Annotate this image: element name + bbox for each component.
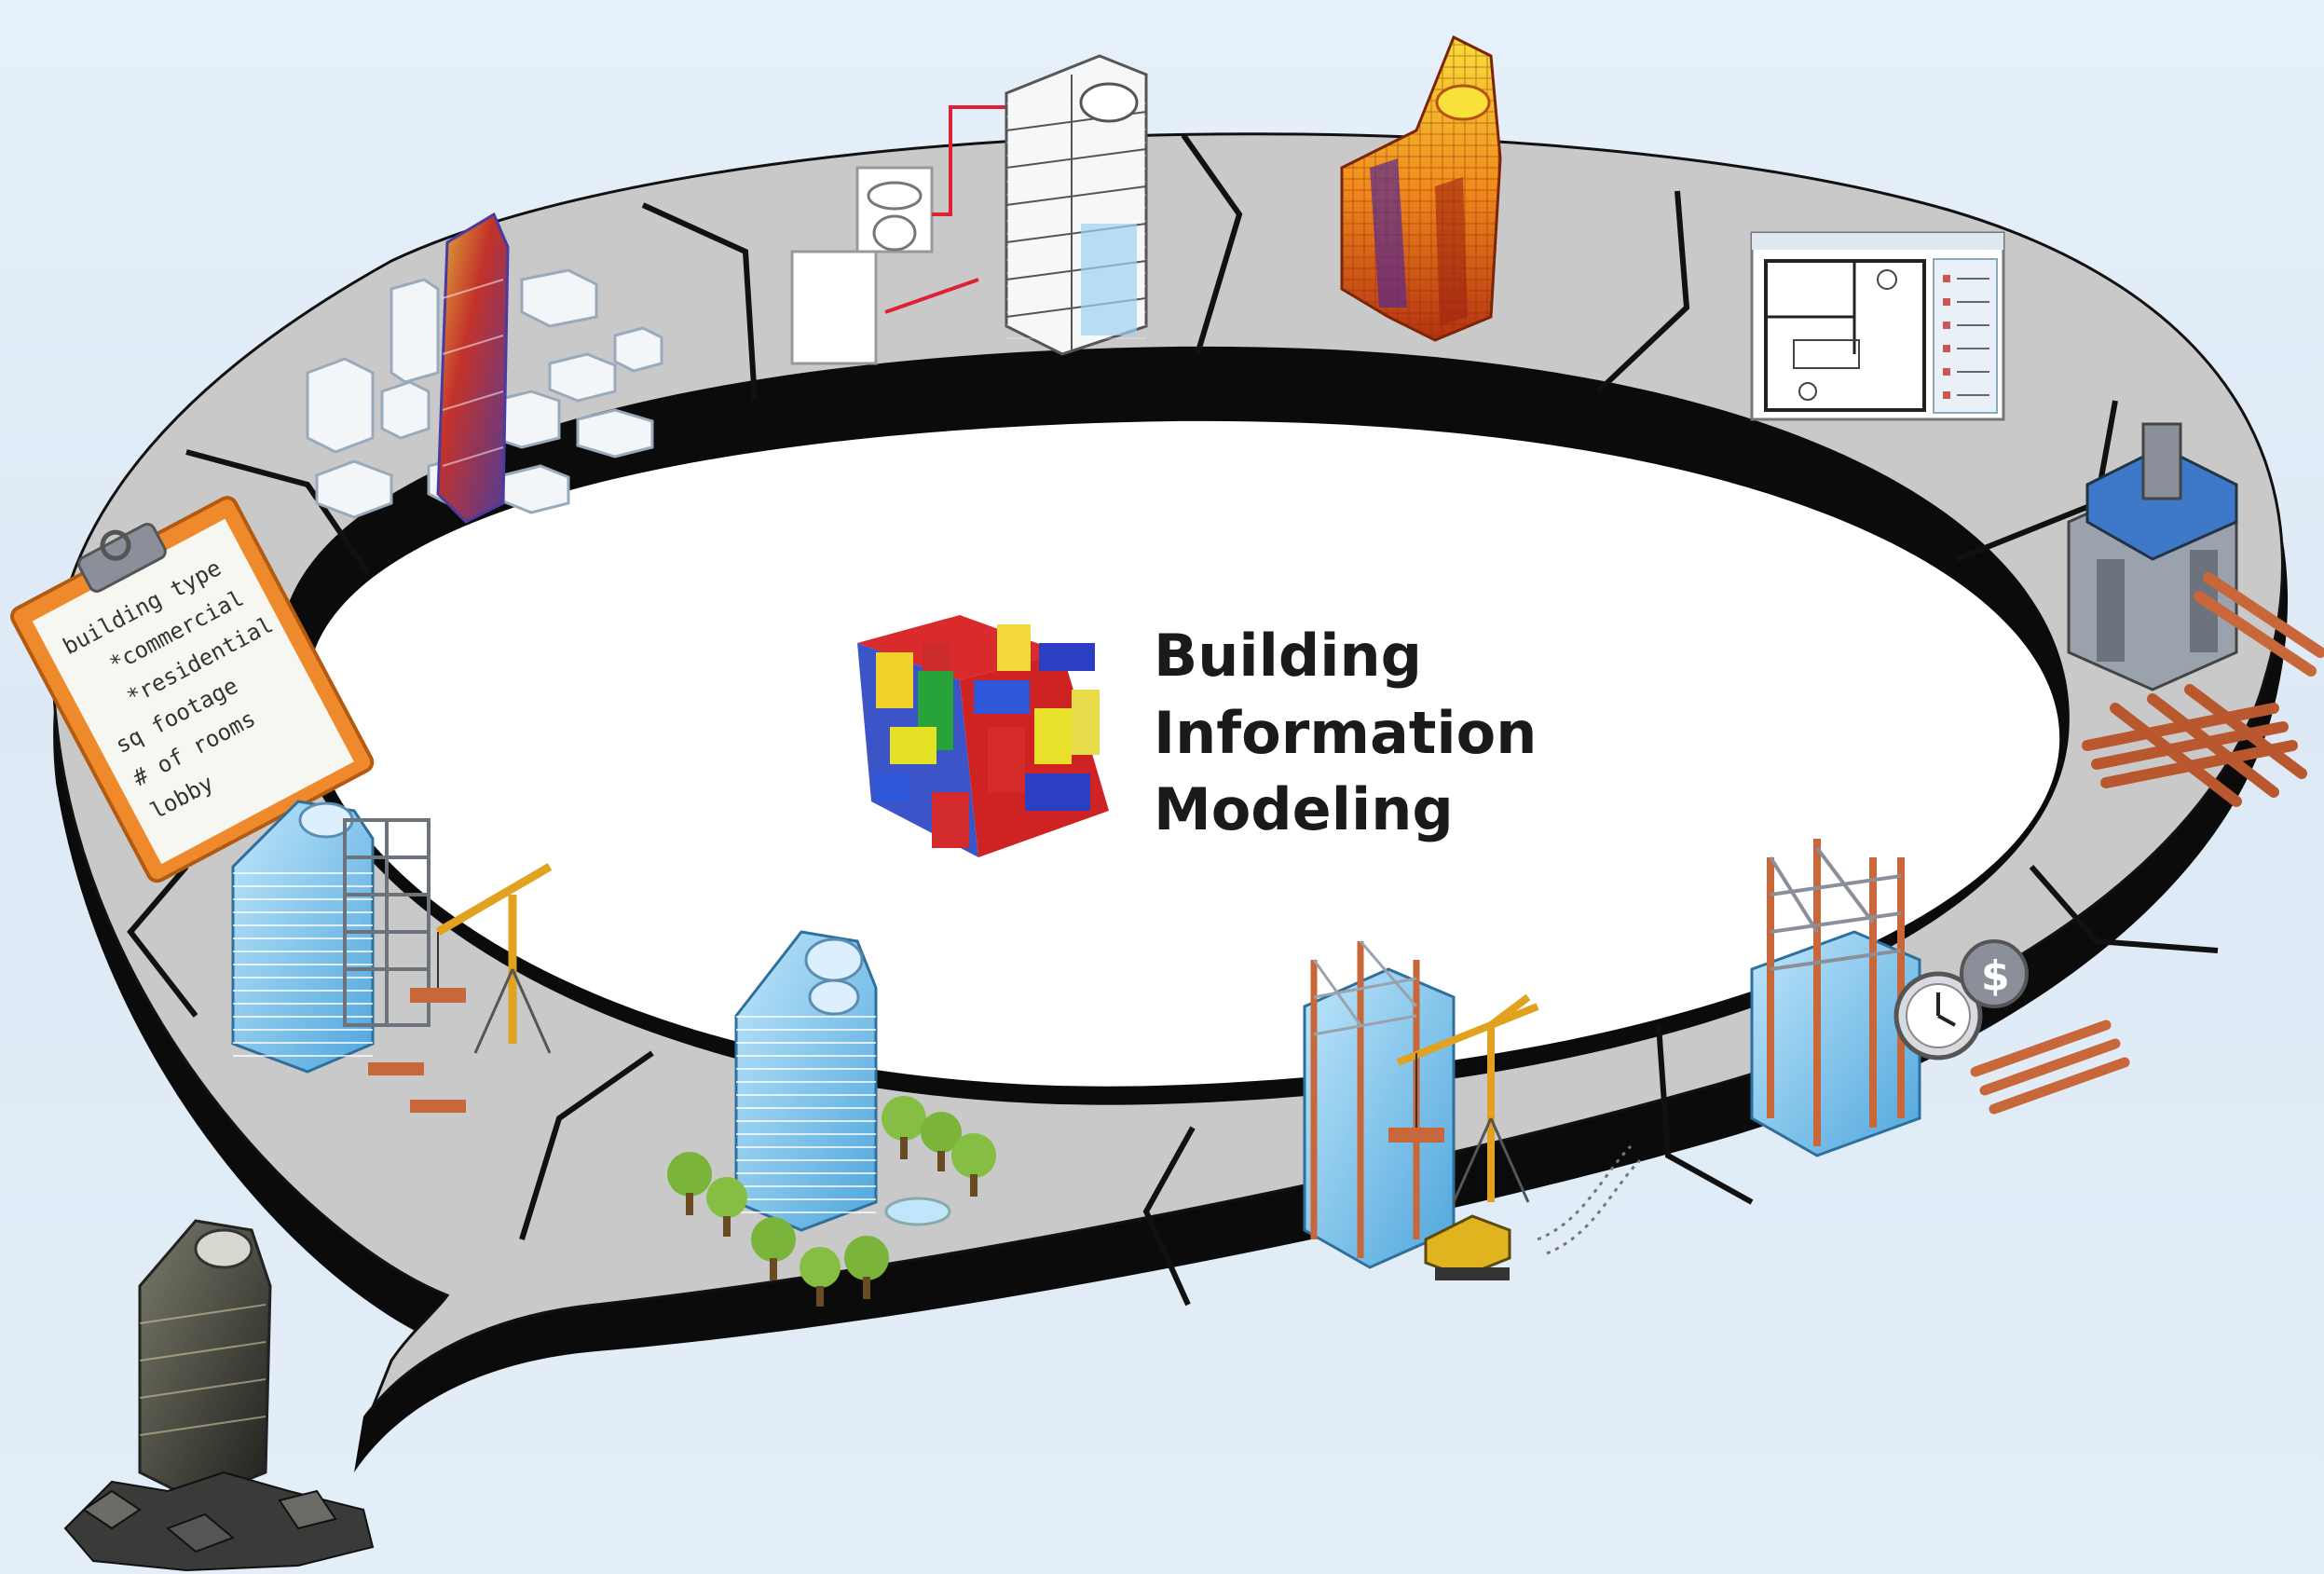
dollar-icon: $ (1981, 952, 2010, 1000)
operation-maintenance-icon (667, 930, 996, 1307)
programming-clipboard-icon: building type *commercial *residential s… (10, 496, 375, 883)
bim-cube-logo (857, 615, 1109, 857)
fabrication-machine-icon (2067, 422, 2324, 807)
title-block: Building Information Modeling (1154, 622, 1537, 843)
conceptual-massing-icon (306, 212, 663, 524)
title-line-information: Information (1154, 699, 1537, 767)
lifecycle-ring (52, 132, 2289, 1473)
construction-crane-icon (1303, 940, 1642, 1280)
ring-inner-area (308, 420, 2060, 1087)
title-line-modeling: Modeling (1154, 775, 1454, 843)
bulldozer-icon (1424, 1214, 1511, 1280)
analysis-heatmap-icon (1340, 34, 1502, 342)
title-line-building: Building (1154, 622, 1422, 690)
timber-stack (2082, 684, 2307, 807)
demolition-rubble-icon (63, 1219, 375, 1572)
segment-dividers (127, 133, 2219, 1307)
documentation-floorplan-icon (1750, 231, 2005, 421)
rubble-pile (63, 1471, 375, 1572)
detailed-design-icon (790, 54, 1148, 365)
fountain (884, 1197, 951, 1226)
renovation-crane-icon (231, 800, 553, 1113)
trees (667, 1096, 996, 1307)
construction-logistics-icon: $ (1750, 839, 2130, 1157)
massing-tower (436, 212, 510, 524)
